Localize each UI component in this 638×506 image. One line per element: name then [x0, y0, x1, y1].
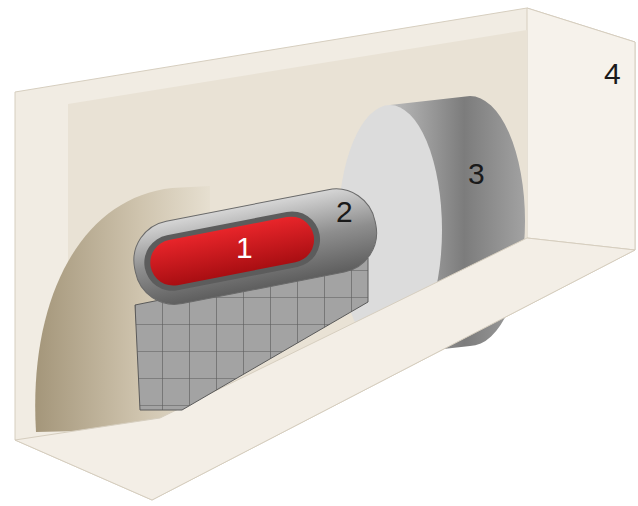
- rock-floor-cut: [15, 238, 635, 500]
- rock-side-face: [527, 8, 635, 250]
- callout-number: 2: [336, 196, 353, 228]
- callout-number: 1: [236, 232, 253, 264]
- callout-number: 3: [468, 158, 485, 190]
- fuel-element: [146, 213, 318, 290]
- callout-number: 4: [604, 58, 621, 90]
- rock-block: [15, 8, 635, 500]
- canister-cavity: [139, 207, 324, 296]
- canister: [127, 182, 384, 311]
- canister-shell: [127, 182, 384, 311]
